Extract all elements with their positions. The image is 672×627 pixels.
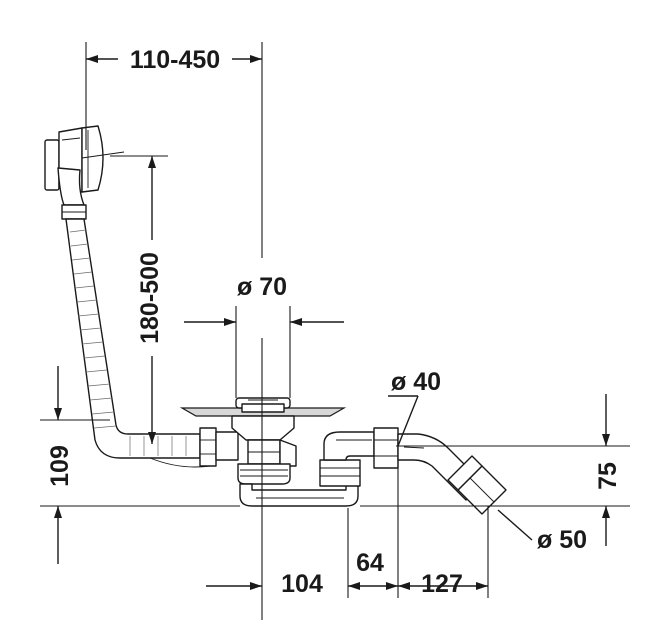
waste-valve (179, 397, 347, 485)
label-overflow-height: 180-500 (136, 252, 164, 344)
trap (239, 431, 375, 507)
dimension-lines (40, 42, 630, 620)
label-outlet-diameter: ø 50 (537, 526, 587, 554)
dimension-labels: 110-450 180-500 ø 70 ø 40 ø 50 109 75 10… (46, 46, 622, 598)
assembly (44, 125, 507, 515)
label-pipe-diameter: ø 40 (391, 368, 441, 396)
label-bottom-height: 109 (46, 445, 74, 487)
label-distance-c: 127 (421, 570, 463, 598)
label-outlet-height: 75 (594, 462, 622, 490)
label-overflow-reach: 110-450 (130, 46, 220, 74)
overflow-head (44, 125, 125, 220)
label-distance-b: 64 (356, 549, 384, 577)
label-waste-diameter: ø 70 (237, 273, 287, 301)
outlet-elbow (373, 427, 507, 515)
hose-connector (199, 427, 239, 467)
label-distance-a: 104 (281, 570, 323, 598)
